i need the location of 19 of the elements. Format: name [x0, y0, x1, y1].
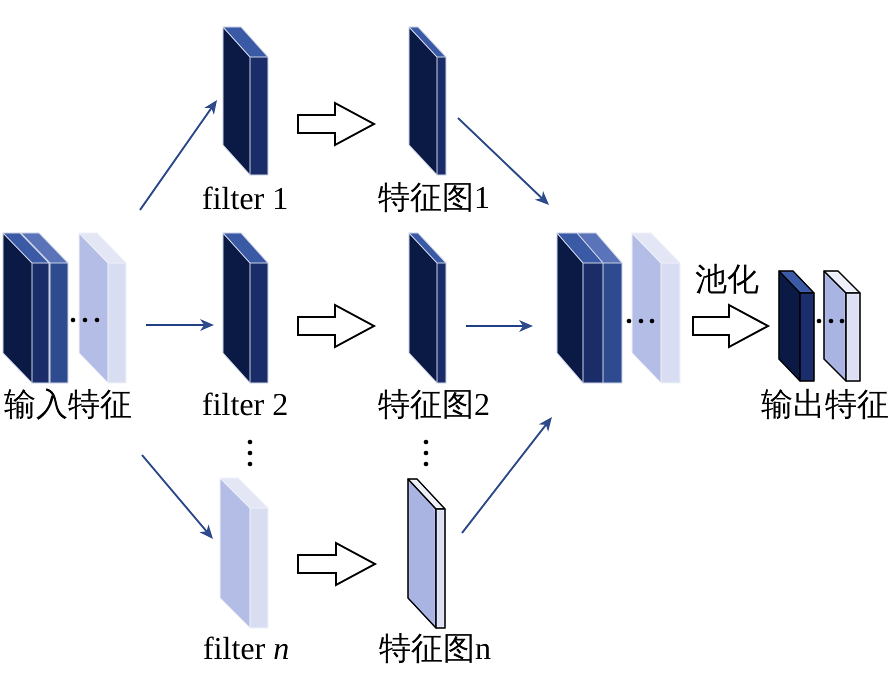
arrow: [139, 100, 218, 211]
block-arrow: [297, 101, 376, 147]
block-arrow: [692, 303, 770, 349]
block-label: 输入特征: [4, 386, 132, 422]
block-label: 特征图n: [379, 630, 491, 666]
block-label: filter n: [203, 630, 290, 666]
block-arrow: [297, 303, 376, 349]
arrow: [146, 319, 214, 331]
block-label: 特征图1: [378, 179, 490, 215]
edge-label: 池化: [695, 261, 759, 297]
block-label: filter 2: [202, 386, 288, 422]
block-label: 特征图2: [378, 386, 490, 422]
block-label: filter 1: [202, 180, 288, 216]
arrow: [466, 320, 533, 332]
arrow: [457, 117, 550, 206]
arrow: [461, 416, 552, 534]
arrow: [141, 454, 213, 539]
block-arrow: [297, 541, 378, 587]
block-label: 输出特征: [761, 386, 889, 422]
